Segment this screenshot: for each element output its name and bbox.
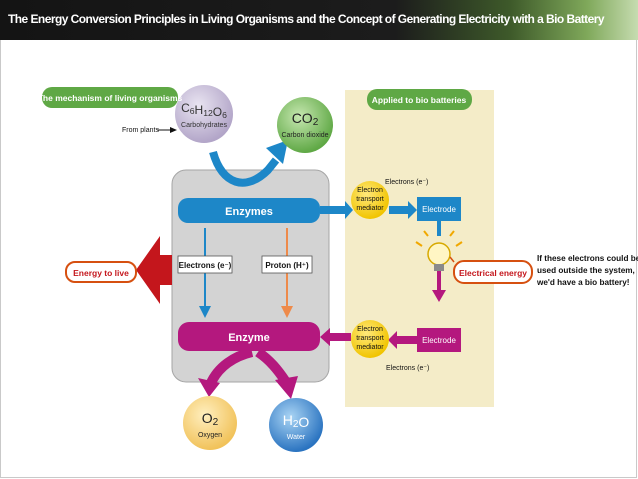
electrons-top-label: Electrons (e⁻): [385, 179, 428, 186]
electrode-bottom-label: Electrode: [422, 336, 456, 345]
o2-circle: [183, 396, 237, 450]
inner-proton-arrowhead: [281, 306, 293, 318]
h2o-formula: H2O: [283, 412, 310, 430]
co2-caption: Carbon dioxide: [281, 132, 328, 139]
bulb-ray-right-icon: [455, 241, 463, 247]
enzyme-to-o2-arrow: [205, 347, 254, 388]
o2-caption: Oxygen: [198, 432, 222, 439]
electrons-inner-label: Electrons (e⁻): [179, 261, 232, 270]
electrode-top-label: Electrode: [422, 205, 456, 214]
bulb-ray-left-icon: [415, 241, 423, 247]
etm-top-circle: [351, 181, 389, 219]
bulb-base-icon: [434, 264, 444, 271]
electrode-top-box: [417, 197, 461, 221]
h2o-caption: Water: [287, 434, 306, 441]
electrons-bottom-label: Electrons (e⁻): [386, 365, 429, 372]
applied-panel: [345, 90, 494, 407]
proton-inner-label: Proton (H⁺): [265, 261, 309, 270]
c6h12o6-formula: C6H12O6: [181, 101, 227, 120]
sugar-to-co2-arrowhead: [266, 140, 288, 164]
inner-electron-arrowhead: [199, 306, 211, 318]
energy-to-live-label: Energy to live: [73, 268, 129, 278]
applied-label: Applied to bio batteries: [372, 95, 467, 105]
bio-battery-note-line2: used outside the system,: [537, 266, 635, 275]
proton-inner-box: [261, 255, 313, 274]
light-bulb-icon: [427, 242, 451, 266]
enzymes-bar: [178, 198, 320, 223]
title-bar: The Energy Conversion Principles in Livi…: [0, 0, 638, 40]
co2-formula: CO2: [292, 110, 319, 128]
enzyme-to-h2o-arrowhead: [275, 376, 298, 399]
o2-formula: O2: [202, 410, 219, 428]
c6h12o6-caption: Carbohydrates: [181, 122, 227, 129]
mechanism-label-box: [42, 87, 178, 108]
co2-circle: [277, 97, 333, 153]
sugar-to-co2-arrow: [209, 150, 280, 187]
enzyme-label: Enzyme: [228, 332, 270, 344]
mediator-to-enzyme-arrow: [320, 328, 351, 346]
slide-title: The Energy Conversion Principles in Livi…: [8, 12, 605, 26]
c6h12o6-circle: [175, 85, 233, 143]
electrode-bottom-box: [417, 328, 461, 352]
bio-battery-note-line3: we'd have a bio battery!: [536, 278, 630, 287]
energy-to-live-box: [65, 261, 137, 283]
bulb-ray-top-right-icon: [449, 230, 455, 237]
electrode-to-mediator-arrow: [388, 331, 417, 349]
from-plants-label: From plants: [122, 127, 159, 134]
bulb-to-electrode-arrowhead: [432, 290, 446, 302]
slide-frame: [0, 40, 637, 478]
bulb-to-energy-line: [449, 256, 455, 263]
electrical-energy-box: [453, 260, 533, 284]
etm-top-line3: mediator: [356, 205, 384, 212]
enzymes-to-mediator-arrow: [320, 201, 353, 219]
etm-bottom-line2: transport: [356, 335, 384, 342]
enzyme-to-o2-arrowhead: [198, 378, 220, 397]
etm-bottom-line1: Electron: [357, 326, 383, 333]
applied-label-box: [367, 89, 472, 110]
energy-to-live-arrow: [136, 236, 172, 304]
from-plants-arrowhead: [170, 127, 177, 133]
etm-bottom-line3: mediator: [356, 344, 384, 351]
etm-bottom-circle: [351, 320, 389, 358]
mediator-to-electrode-arrow: [389, 201, 417, 219]
bio-battery-note-line1: If these electrons could be: [537, 254, 638, 263]
mechanism-label: The mechanism of living organisms: [38, 93, 183, 103]
h2o-circle: [269, 398, 323, 452]
etm-top-line2: transport: [356, 196, 384, 203]
electrons-inner-box: [177, 255, 233, 274]
etm-top-line1: Electron: [357, 187, 383, 194]
enzymes-label: Enzymes: [225, 206, 273, 218]
electrical-energy-label: Electrical energy: [459, 268, 527, 278]
enzyme-bar: [178, 322, 320, 351]
bulb-ray-top-left-icon: [423, 230, 429, 237]
